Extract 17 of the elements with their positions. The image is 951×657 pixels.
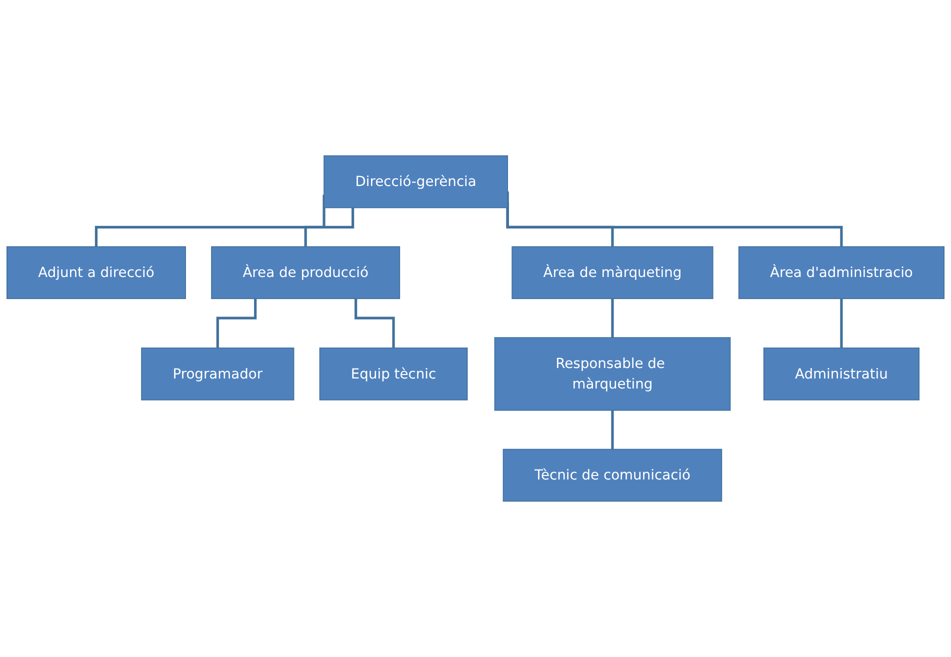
connector [840,298,843,350]
connector [611,298,614,339]
connector [354,298,395,350]
connector [611,410,614,451]
node-box: Programador [141,348,294,400]
node-box: Direcció-gerència [324,155,508,208]
connector [94,194,326,248]
node-box: Àrea de màrqueting [512,246,714,300]
node-box: Adjunt a direcció [6,246,186,300]
node-box: Administratiu [763,348,920,400]
node-box: Àrea d'administracio [738,246,944,300]
node-box: Tècnic de comunicació [502,448,722,502]
connector [216,298,257,350]
node-box: Responsable de màrqueting [494,337,731,411]
connector [304,208,354,248]
node-box: Àrea de producció [211,246,400,300]
node-box: Equip tècnic [319,348,468,400]
